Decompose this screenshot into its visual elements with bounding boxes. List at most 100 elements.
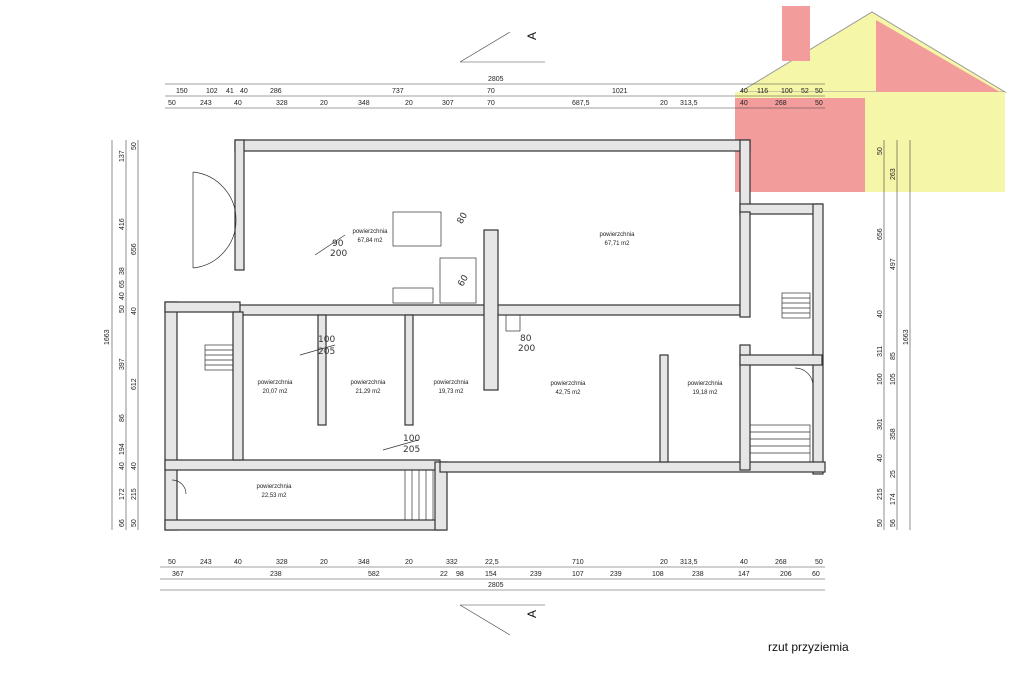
top-total-dim: 2805 — [488, 76, 504, 83]
left-dim: 40 — [119, 292, 126, 300]
bottom-dim: 20 — [405, 559, 413, 566]
left-dim: 172 — [119, 488, 126, 500]
top-dim: 328 — [276, 100, 288, 107]
top-dimensions: 2805 150 102 41 40 286 737 70 1021 40 11… — [165, 76, 825, 109]
bottom-dim: 154 — [485, 571, 497, 578]
top-dim: 40 — [240, 88, 248, 95]
top-dim: 52 — [801, 88, 809, 95]
room-area: 21,29 m2 — [355, 389, 381, 395]
doors — [171, 171, 814, 495]
bottom-dim: 98 — [456, 571, 464, 578]
bottom-dim: 710 — [572, 559, 584, 566]
right-dim: 263 — [890, 168, 897, 180]
top-dim: 50 — [815, 100, 823, 107]
top-dim: 40 — [234, 100, 242, 107]
left-dim: 50 — [131, 142, 138, 150]
room-label: powierzchnia — [256, 484, 292, 490]
top-dim: 268 — [775, 100, 787, 107]
top-dim: 40 — [740, 100, 748, 107]
top-dim: 70 — [487, 88, 495, 95]
bottom-dim: 50 — [168, 559, 176, 566]
opening-width: 60 — [457, 273, 472, 288]
opening-width: 100 — [318, 335, 335, 345]
top-dim: 20 — [320, 100, 328, 107]
right-dim: 50 — [877, 147, 884, 155]
opening-notes: 90 200 100 205 100 205 80 200 80 60 — [299, 211, 535, 455]
top-dim: 40 — [740, 88, 748, 95]
bottom-dim: 268 — [775, 559, 787, 566]
room-area: 19,18 m2 — [692, 390, 718, 396]
top-dim: 50 — [168, 100, 176, 107]
top-dim: 50 — [815, 88, 823, 95]
right-dim: 100 — [877, 373, 884, 385]
bottom-dim: 313,5 — [680, 559, 698, 566]
top-dim: 737 — [392, 88, 404, 95]
top-dim: 286 — [270, 88, 282, 95]
opening-width: 100 — [403, 434, 420, 444]
bottom-dim: 239 — [610, 571, 622, 578]
left-dim: 86 — [119, 414, 126, 422]
room-label: powierzchnia — [687, 381, 723, 387]
house-logo — [735, 6, 1007, 192]
room-label: powierzchnia — [599, 232, 635, 238]
bottom-dim: 367 — [172, 571, 184, 578]
bottom-dim: 20 — [320, 559, 328, 566]
top-dim: 70 — [487, 100, 495, 107]
bottom-dim: 108 — [652, 571, 664, 578]
left-dim: 612 — [131, 378, 138, 390]
section-marker-top: A — [459, 31, 545, 63]
right-dim: 56 — [890, 519, 897, 527]
bottom-total-dim: 2805 — [488, 582, 504, 589]
top-dim: 150 — [176, 88, 188, 95]
right-dim: 358 — [890, 428, 897, 440]
bottom-dim: 332 — [446, 559, 458, 566]
room-area: 20,07 m2 — [262, 389, 288, 395]
section-label-bottom: A — [525, 610, 539, 618]
right-dim: 497 — [890, 258, 897, 270]
room-area: 22,53 m2 — [261, 493, 287, 499]
left-dim: 50 — [119, 305, 126, 313]
top-dim: 100 — [781, 88, 793, 95]
top-dim: 41 — [226, 88, 234, 95]
bottom-dim: 40 — [740, 559, 748, 566]
left-dim: 50 — [131, 519, 138, 527]
opening-height: 205 — [403, 445, 420, 455]
right-dim: 656 — [877, 228, 884, 240]
right-dim: 174 — [890, 493, 897, 505]
left-dim: 215 — [131, 488, 138, 500]
walls — [164, 139, 826, 531]
left-dim: 397 — [119, 358, 126, 370]
opening-height: 205 — [318, 347, 335, 357]
bottom-dim: 60 — [812, 571, 820, 578]
left-dimensions: 1663 137 416 38 65 40 50 397 86 194 40 1… — [104, 140, 139, 530]
bottom-dimensions: 50 243 40 328 20 348 20 332 22,5 710 20 … — [160, 559, 825, 591]
left-dim: 65 — [119, 280, 126, 288]
section-label-top: A — [525, 32, 539, 40]
room-label: powierzchnia — [352, 229, 388, 235]
left-dim: 194 — [119, 443, 126, 455]
bottom-dim: 22 — [440, 571, 448, 578]
top-dim: 102 — [206, 88, 218, 95]
bottom-dim: 50 — [815, 559, 823, 566]
left-dim: 656 — [131, 243, 138, 255]
bottom-dim: 238 — [270, 571, 282, 578]
bottom-dim: 238 — [692, 571, 704, 578]
right-dim: 85 — [890, 352, 897, 360]
right-dimensions: 50 656 40 311 100 301 40 215 50 263 497 … — [877, 140, 911, 530]
opening-width: 90 — [332, 239, 344, 249]
right-dim: 215 — [877, 488, 884, 500]
room-labels: powierzchnia 67,84 m2 powierzchnia 67,71… — [256, 229, 723, 499]
right-dim: 105 — [890, 373, 897, 385]
room-label: powierzchnia — [433, 380, 469, 386]
room-area: 19,73 m2 — [438, 389, 464, 395]
bottom-dim: 20 — [660, 559, 668, 566]
bottom-dim: 328 — [276, 559, 288, 566]
drawing-caption: rzut przyziemia — [768, 640, 849, 654]
bottom-dim: 243 — [200, 559, 212, 566]
left-dim: 416 — [119, 218, 126, 230]
left-dim: 40 — [119, 462, 126, 470]
opening-height: 200 — [330, 249, 347, 259]
room-label: powierzchnia — [350, 380, 386, 386]
room-label: powierzchnia — [550, 381, 586, 387]
